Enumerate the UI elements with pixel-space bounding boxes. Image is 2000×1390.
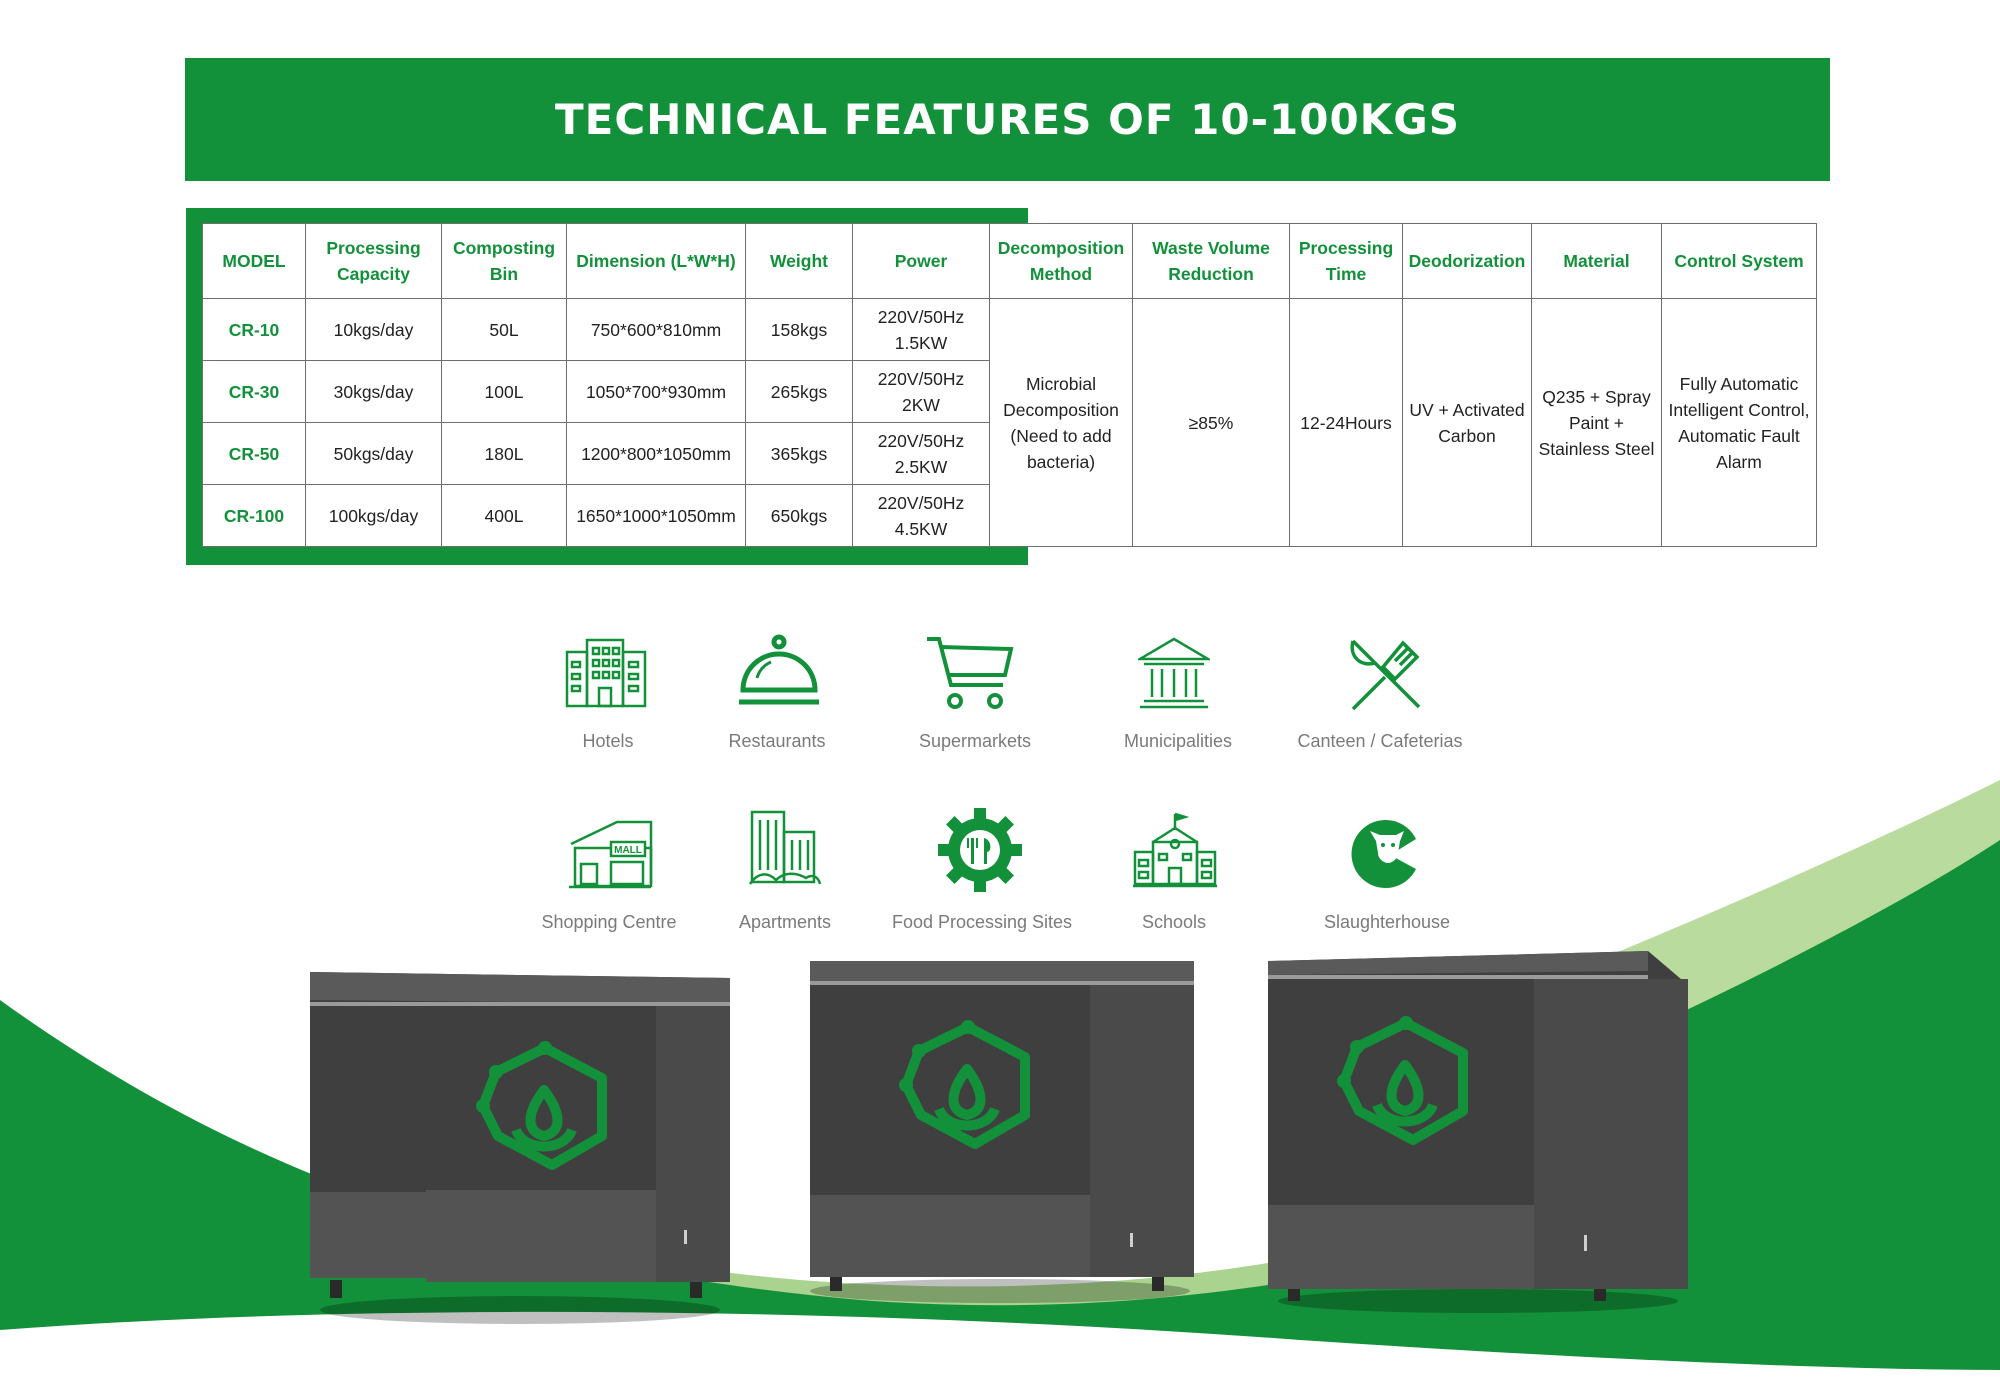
- cell-reduction: ≥85%: [1132, 298, 1290, 547]
- cell-weight: 650kgs: [745, 484, 853, 547]
- cell-control: Fully Automatic Intelligent Control, Aut…: [1661, 298, 1817, 547]
- composter-machine-small: [310, 972, 730, 1324]
- cell-bin: 180L: [441, 422, 567, 485]
- power-voltage: 220V/50Hz: [877, 430, 965, 451]
- table-row: CR-30 30kgs/day 100L 1050*700*930mm 265k…: [202, 360, 1817, 423]
- cell-deodor: UV + Activated Carbon: [1402, 298, 1532, 547]
- header-capacity: Processing Capacity: [305, 223, 442, 299]
- power-kw: 2.5KW: [894, 456, 948, 477]
- application-label: Food Processing Sites: [891, 912, 1073, 932]
- header-dimension: Dimension (L*W*H): [566, 223, 746, 299]
- header-material: Material: [1531, 223, 1662, 299]
- composter-machine-large: [1268, 951, 1688, 1313]
- cell-dimension: 1050*700*930mm: [566, 360, 746, 423]
- header-power: Power: [852, 223, 990, 299]
- cell-weight: 158kgs: [745, 298, 853, 361]
- page-title: TECHNICAL FEATURES OF 10-100KGS: [555, 95, 1460, 144]
- power-kw: 1.5KW: [894, 332, 948, 353]
- cell-power: 220V/50Hz 1.5KW: [852, 298, 990, 361]
- power-voltage: 220V/50Hz: [877, 306, 965, 327]
- application-label: Shopping Centre: [541, 912, 677, 932]
- application-label: Supermarkets: [918, 731, 1032, 751]
- application-label: Canteen / Cafeterias: [1297, 731, 1463, 751]
- cell-power: 220V/50Hz 2.5KW: [852, 422, 990, 485]
- knife-fork-icon: [1347, 637, 1423, 713]
- cell-power: 220V/50Hz 4.5KW: [852, 484, 990, 547]
- application-label: Apartments: [738, 912, 832, 932]
- power-voltage: 220V/50Hz: [877, 492, 965, 513]
- government-building-icon: [1138, 637, 1210, 709]
- cell-model: CR-100: [202, 484, 306, 547]
- application-label: Slaughterhouse: [1323, 912, 1451, 932]
- cell-bin: 50L: [441, 298, 567, 361]
- table-row: CR-50 50kgs/day 180L 1200*800*1050mm 365…: [202, 422, 1817, 485]
- mall-sign-text: MALL: [614, 845, 642, 856]
- header-control: Control System: [1661, 223, 1817, 299]
- school-icon: [1133, 812, 1217, 888]
- shopping-cart-icon: [925, 635, 1015, 713]
- cell-weight: 265kgs: [745, 360, 853, 423]
- cell-bin: 100L: [441, 360, 567, 423]
- cell-model: CR-30: [202, 360, 306, 423]
- power-kw: 4.5KW: [894, 518, 948, 539]
- application-label: Municipalities: [1123, 731, 1233, 751]
- header-deodor: Deodorization: [1402, 223, 1532, 299]
- cell-bin: 400L: [441, 484, 567, 547]
- mall-icon: MALL: [567, 818, 653, 890]
- spec-table: MODEL Processing Capacity Composting Bin…: [202, 223, 1817, 547]
- hotel-building-icon: [565, 638, 647, 708]
- table-row: CR-10 10kgs/day 50L 750*600*810mm 158kgs…: [202, 298, 1817, 547]
- table-row: CR-100 100kgs/day 400L 1650*1000*1050mm …: [202, 484, 1817, 547]
- header-time: Processing Time: [1289, 223, 1403, 299]
- cell-material: Q235 + Spray Paint + Stainless Steel: [1531, 298, 1662, 547]
- cell-capacity: 30kgs/day: [305, 360, 442, 423]
- power-kw: 2KW: [902, 394, 940, 415]
- header-reduction: Waste Volume Reduction: [1132, 223, 1290, 299]
- cell-dimension: 750*600*810mm: [566, 298, 746, 361]
- cell-dimension: 1200*800*1050mm: [566, 422, 746, 485]
- application-label: Restaurants: [728, 731, 826, 751]
- cell-capacity: 100kgs/day: [305, 484, 442, 547]
- header-bin: Composting Bin: [441, 223, 567, 299]
- table-header-row: MODEL Processing Capacity Composting Bin…: [202, 223, 1817, 299]
- cell-model: CR-10: [202, 298, 306, 361]
- apartment-icon: [748, 810, 822, 886]
- cloche-icon: [737, 634, 821, 708]
- title-banner: TECHNICAL FEATURES OF 10-100KGS: [185, 58, 1830, 181]
- cell-capacity: 50kgs/day: [305, 422, 442, 485]
- header-weight: Weight: [745, 223, 853, 299]
- cell-method: Microbial Decomposition (Need to add bac…: [989, 298, 1133, 547]
- cell-capacity: 10kgs/day: [305, 298, 442, 361]
- application-label: Schools: [1141, 912, 1207, 932]
- cow-icon: [1350, 817, 1422, 889]
- cell-weight: 365kgs: [745, 422, 853, 485]
- power-voltage: 220V/50Hz: [877, 368, 965, 389]
- cell-power: 220V/50Hz 2KW: [852, 360, 990, 423]
- application-label: Hotels: [582, 731, 634, 751]
- cell-model: CR-50: [202, 422, 306, 485]
- header-method: Decomposition Method: [989, 223, 1133, 299]
- header-model: MODEL: [202, 223, 306, 299]
- cell-time: 12-24Hours: [1289, 298, 1403, 547]
- cell-dimension: 1650*1000*1050mm: [566, 484, 746, 547]
- food-gear-icon: [938, 808, 1022, 892]
- composter-machine-medium: [810, 961, 1194, 1303]
